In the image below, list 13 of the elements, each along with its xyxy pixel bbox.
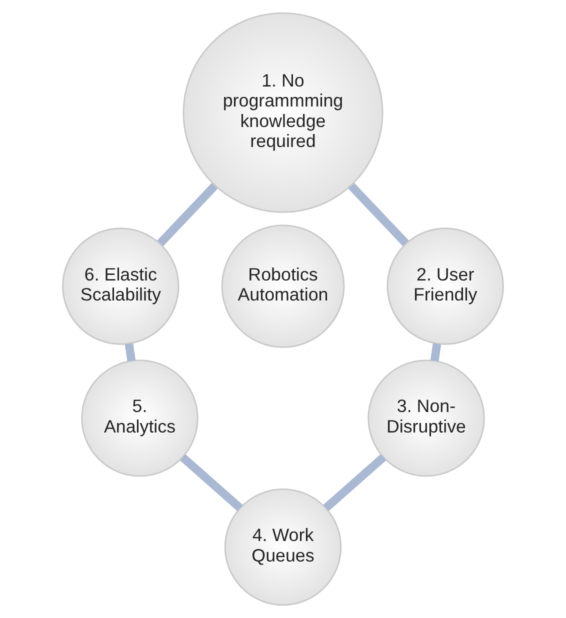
- connector: [157, 183, 218, 246]
- connector: [180, 454, 243, 512]
- connector: [323, 454, 386, 512]
- node-circle: 1. No programmming knowledge required: [182, 12, 384, 213]
- node-circle: 3. Non-Disruptive: [368, 360, 485, 477]
- node-circle: 4. Work Queues: [224, 488, 342, 606]
- connector: [430, 343, 442, 362]
- node-circle: 2. User Friendly: [386, 228, 504, 345]
- node-circle: 6. Elastic Scalability: [62, 228, 180, 345]
- node-circle: Robotics Automation: [221, 224, 345, 348]
- node-circle: 5. Analytics: [81, 360, 198, 477]
- connector: [124, 343, 136, 362]
- connector: [348, 183, 409, 246]
